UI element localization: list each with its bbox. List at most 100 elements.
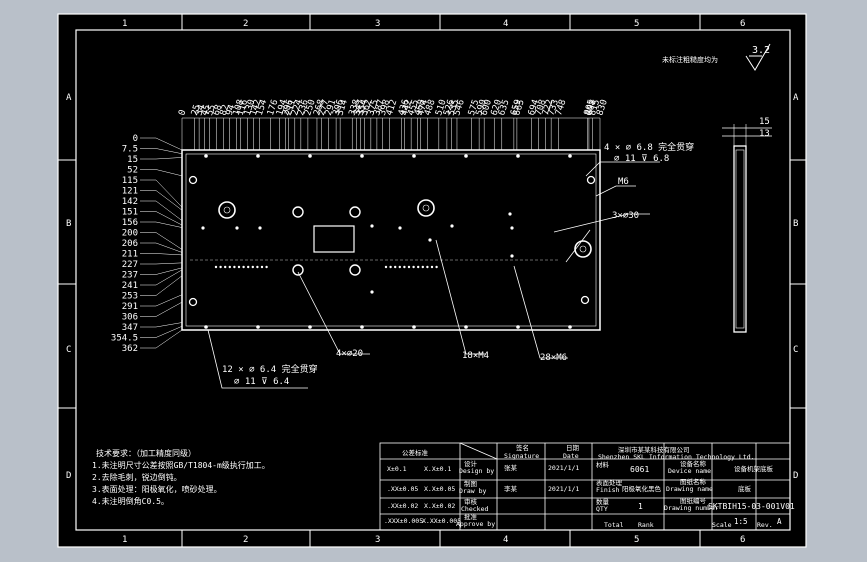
top-dim-label: 154 [255, 98, 270, 117]
left-dim-label: 0 [133, 134, 138, 144]
callout-m6: M6 [618, 177, 629, 187]
left-dim-leader [140, 294, 183, 307]
callout-4x68: 4 × ⌀ 6.8 完全贯穿 [604, 141, 694, 153]
top-dim-label: 347 [352, 98, 367, 117]
edge-hole-top [360, 154, 364, 158]
left-dim-leader [140, 179, 183, 208]
material-value: 6061 [630, 465, 649, 474]
role-en-3: Checked [461, 505, 488, 513]
company-en: Shenzhen SKL Information Technology Ltd. [598, 453, 755, 461]
hole-20 [292, 264, 304, 276]
left-dim-label: 241 [122, 281, 138, 291]
left-dim-label: 227 [122, 260, 138, 270]
hole-6-8 [586, 175, 596, 185]
role-zh-1: 设计 [464, 459, 478, 468]
left-dim-label: 151 [122, 208, 138, 218]
callout-12x64-depth: ⌀ 11 ⊽ 6.4 [234, 377, 289, 387]
col-label-5: 5 [634, 19, 639, 29]
col-label-2-bottom: 2 [243, 535, 248, 545]
left-dim-leader [140, 326, 183, 338]
m4-hole-row-a [228, 265, 231, 269]
edge-hole-top [412, 154, 416, 158]
left-dim-label: 7.5 [122, 145, 138, 155]
qty-label-en: QTY [596, 505, 608, 513]
top-dim-label: 142 [249, 98, 264, 117]
top-dim-label: 82 [219, 104, 232, 117]
m4-hole-row-a [242, 265, 245, 269]
top-dim-label: 34 [194, 104, 207, 117]
col-label-5-bottom: 5 [634, 535, 639, 545]
row-label-c-right: C [793, 345, 798, 355]
zone-grid-ticks [58, 14, 806, 547]
top-dim-label: 362 [360, 98, 375, 117]
m6-hole [450, 224, 454, 228]
number-label-zh: 图纸编号 [680, 496, 707, 505]
tech-note-3: 3.表面处理：阳极氧化，喷砂处理。 [92, 484, 222, 494]
hole-30 [417, 199, 435, 217]
top-dim-label: 722 [541, 98, 556, 117]
top-dim-label: 314 [335, 98, 350, 117]
m4-hole-row-a [214, 265, 218, 269]
tol-value-2: X.X±0.05 [424, 485, 455, 493]
edge-hole-bottom [464, 325, 468, 329]
m4-hole-row-b [426, 265, 429, 269]
plate-inner-edge [185, 153, 597, 327]
top-dim-label: 620 [490, 98, 505, 117]
tol-range-3: .XX±0.02 [387, 502, 418, 510]
edge-hole-top [256, 154, 260, 158]
top-dim-label: 635 [497, 98, 512, 117]
left-dim-label: 115 [122, 176, 138, 186]
date-2: 2021/1/1 [548, 485, 579, 493]
m6-hole [510, 226, 514, 230]
left-dim-leader [140, 200, 183, 221]
zone-grid-labels: 1 2 3 4 5 6 1 2 3 4 5 6 A B C D A B C D [66, 19, 799, 545]
left-dim-label: 291 [122, 302, 138, 312]
callout-18m4: 18×M4 [462, 351, 489, 361]
role-zh-4: 批准 [464, 512, 478, 521]
col-label-3: 3 [375, 19, 380, 29]
left-dim-label: 200 [122, 229, 138, 239]
top-dim-label: 55 [205, 104, 218, 117]
left-dim-leader [140, 169, 183, 177]
top-dim-label: 277 [317, 98, 332, 117]
roughness-symbol [745, 43, 771, 71]
tol-range-2: .XX±0.05 [387, 485, 418, 493]
top-dim-label: 306 [331, 98, 346, 117]
m6-hole [508, 212, 512, 216]
m6-hole [510, 254, 514, 258]
row-label-c: C [66, 345, 71, 355]
m6-hole [258, 226, 262, 230]
top-dim-label: 68 [212, 104, 225, 117]
m4-hole-row-a [233, 265, 236, 269]
top-dim-label: 733 [546, 98, 561, 117]
tol-range-4: .XXX±0.005 [384, 517, 423, 525]
top-dim-label: 108 [232, 98, 247, 117]
m4-hole-row-a [237, 265, 241, 269]
top-dim-label: 526 [442, 98, 457, 117]
left-dim-label: 354.5 [111, 334, 138, 344]
top-dim-label: 708 [534, 98, 549, 117]
title-block-line [459, 442, 498, 460]
m4-hole-row-b [430, 265, 434, 269]
col-label-6-bottom: 6 [740, 535, 745, 545]
left-dim-leader [140, 301, 183, 317]
left-dim-label: 347 [122, 323, 138, 333]
left-dim-label: 121 [122, 187, 138, 197]
scale-value: 1:5 [734, 517, 748, 526]
left-dim-leader [140, 232, 183, 250]
tol-value-4: X.XX±0.005 [422, 517, 461, 525]
m6-hole [370, 290, 374, 294]
col-label-4: 4 [503, 19, 508, 29]
m6-hole [201, 226, 205, 230]
date-en: Date [563, 452, 579, 460]
callout-leaders [207, 161, 660, 389]
finish-label-en: Finish [596, 486, 620, 494]
top-dim-label: 546 [452, 98, 467, 117]
col-label-4-bottom: 4 [503, 535, 508, 545]
top-dim-label: 398 [378, 98, 393, 117]
top-dim-label: 830 [595, 98, 610, 117]
m4-hole-row-a [256, 265, 259, 269]
top-dim-label: 338 [348, 98, 363, 117]
